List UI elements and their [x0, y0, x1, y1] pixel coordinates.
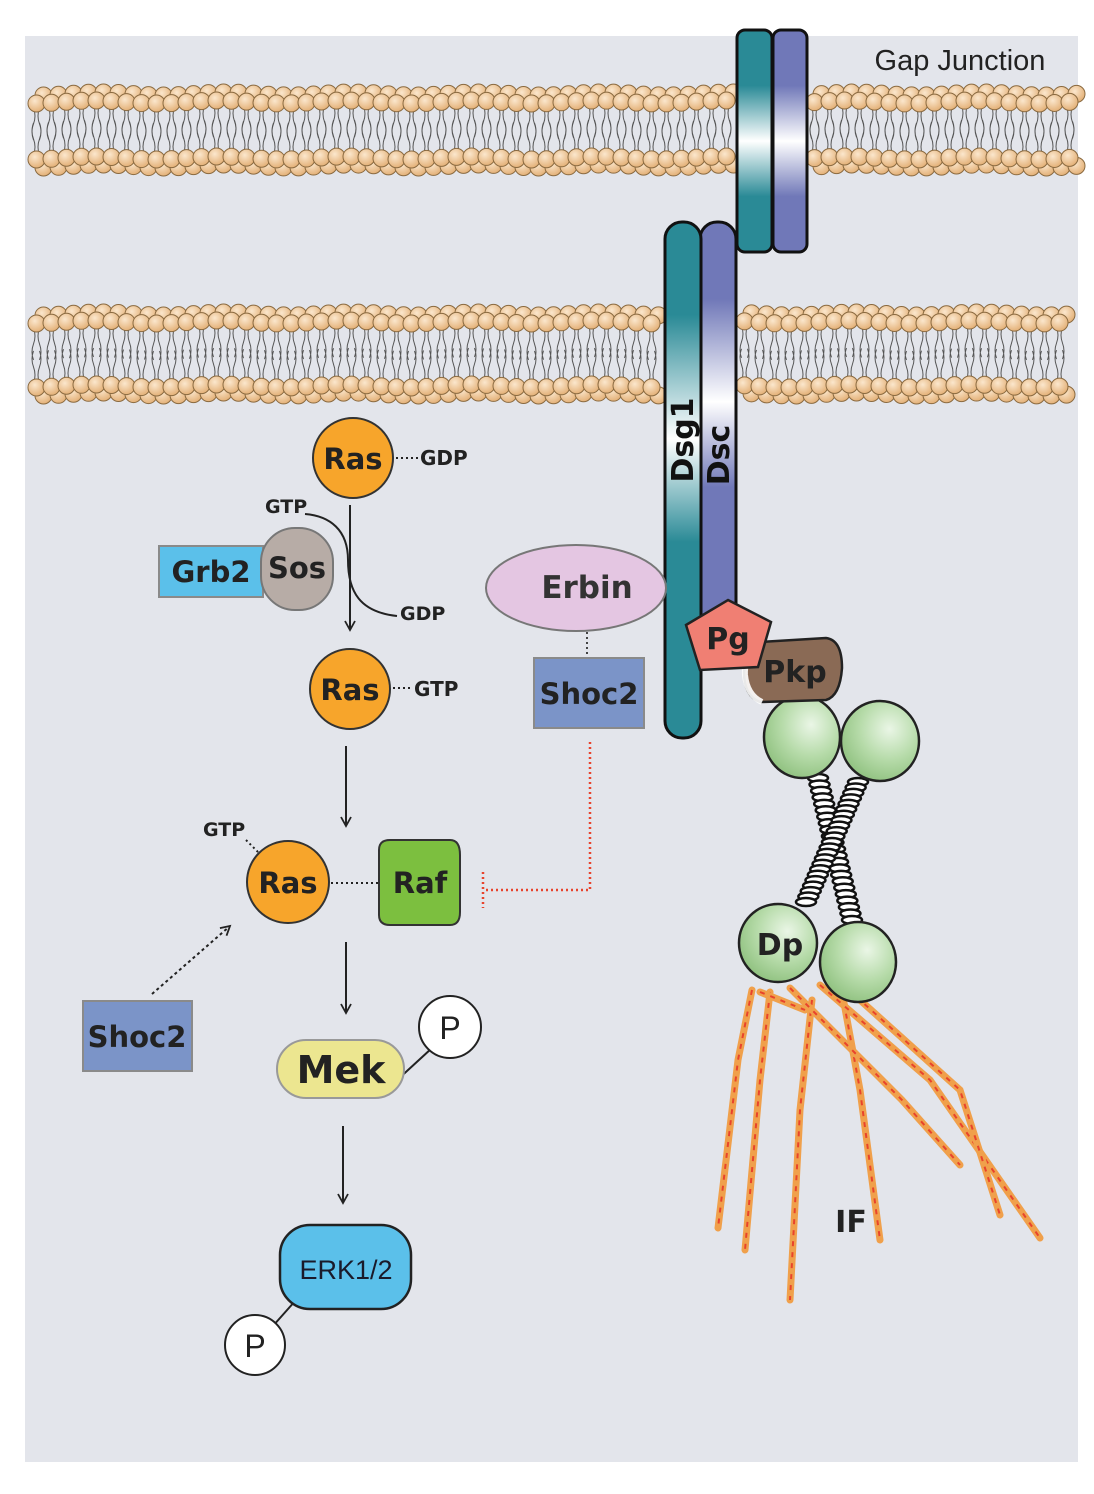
bottom-lipid-heads [27, 303, 1076, 405]
shoc2-activation-arrow [151, 924, 232, 995]
ras-top-label: Ras [323, 442, 382, 476]
filament-6 [836, 978, 1004, 1219]
dsg1-cadherin [663, 220, 703, 740]
ras-mid-label: Ras [320, 673, 379, 707]
background-panel [25, 36, 1078, 1462]
mek-phospho-circle [418, 995, 482, 1059]
if-label: IF [835, 1205, 867, 1240]
erk-phospho-circle [224, 1314, 286, 1376]
erbin-label: Erbin [541, 570, 632, 606]
pg-pentagon [684, 598, 773, 672]
gap-junction-channel [735, 28, 809, 254]
shoc2-left-box [82, 1000, 193, 1072]
dp-label: Dp [757, 928, 803, 963]
raf-label: Raf [393, 866, 448, 900]
erk-label: ERK1/2 [299, 1255, 392, 1285]
shoc2-right-label: Shoc2 [540, 677, 639, 711]
connexon-teal [735, 28, 774, 254]
dp-head-4 [818, 920, 898, 1004]
raf-shape [378, 839, 461, 926]
mek-node: P Mek [276, 995, 482, 1099]
erk-shape [278, 1223, 413, 1311]
gtp-exchange-curve [304, 513, 398, 617]
sos-shape [260, 527, 334, 611]
gtp-in-label: GTP [265, 496, 307, 518]
connexon-purple [771, 28, 809, 254]
gdp-top-label: GDP [420, 446, 468, 470]
desmosomal-cadherins: Dsg1 Dsc [663, 220, 738, 740]
ras-raf-complex: GTP Ras Raf [203, 819, 461, 926]
erbin-ellipse [485, 544, 667, 632]
grb2-label: Grb2 [171, 555, 250, 589]
erk-phospho-label: P [244, 1328, 265, 1364]
top-lipid-heads [27, 83, 1086, 177]
plasma-membrane [27, 303, 1076, 405]
pg-label: Pg [706, 622, 749, 657]
gtp-low-bond [245, 839, 263, 857]
pkp-pg-complex: Pkp Pg [684, 598, 844, 705]
dp-head-3 [737, 902, 819, 984]
dp-head-1 [762, 694, 842, 780]
desmoplakin-heads: Dp [737, 694, 921, 1004]
grb2-sos-complex: Grb2 Sos [158, 527, 334, 611]
mek-phospho-label: P [439, 1010, 460, 1046]
mek-label: Mek [297, 1048, 387, 1092]
dsg1-label: Dsg1 [666, 397, 701, 482]
ras-low-circle [246, 840, 330, 924]
bottom-lipid-tails [31, 324, 1065, 384]
gdp-out-label: GDP [400, 603, 445, 625]
pkp-label: Pkp [763, 655, 826, 690]
sos-label: Sos [268, 551, 326, 585]
erk-node: P ERK1/2 [224, 1223, 413, 1376]
ras-top-circle [312, 417, 394, 499]
ras-gtp-node: Ras GTP [309, 648, 458, 730]
ras-gdp-node: Ras GDP [312, 417, 468, 499]
gtp-low-label: GTP [203, 819, 245, 841]
ras-mid-circle [309, 648, 391, 730]
shoc2-right-box [533, 657, 645, 729]
filament-8 [756, 988, 809, 1014]
desmoplakin-coils [794, 772, 870, 926]
ras-low-label: Ras [258, 866, 317, 900]
dsc-label: Dsc [702, 425, 737, 486]
shoc2-left-node: Shoc2 [82, 924, 232, 1072]
shoc2-left-label: Shoc2 [88, 1020, 187, 1054]
erbin-shoc2-complex: Erbin Shoc2 [481, 544, 667, 908]
top-lipid-tails [31, 104, 1075, 156]
intermediate-filaments [714, 978, 1044, 1304]
gtp-mid-label: GTP [414, 677, 458, 701]
dp-head-2 [839, 699, 921, 783]
gap-junction-membrane [27, 83, 1086, 177]
gap-junction-title: Gap Junction [875, 45, 1046, 77]
mek-shape [276, 1039, 405, 1099]
